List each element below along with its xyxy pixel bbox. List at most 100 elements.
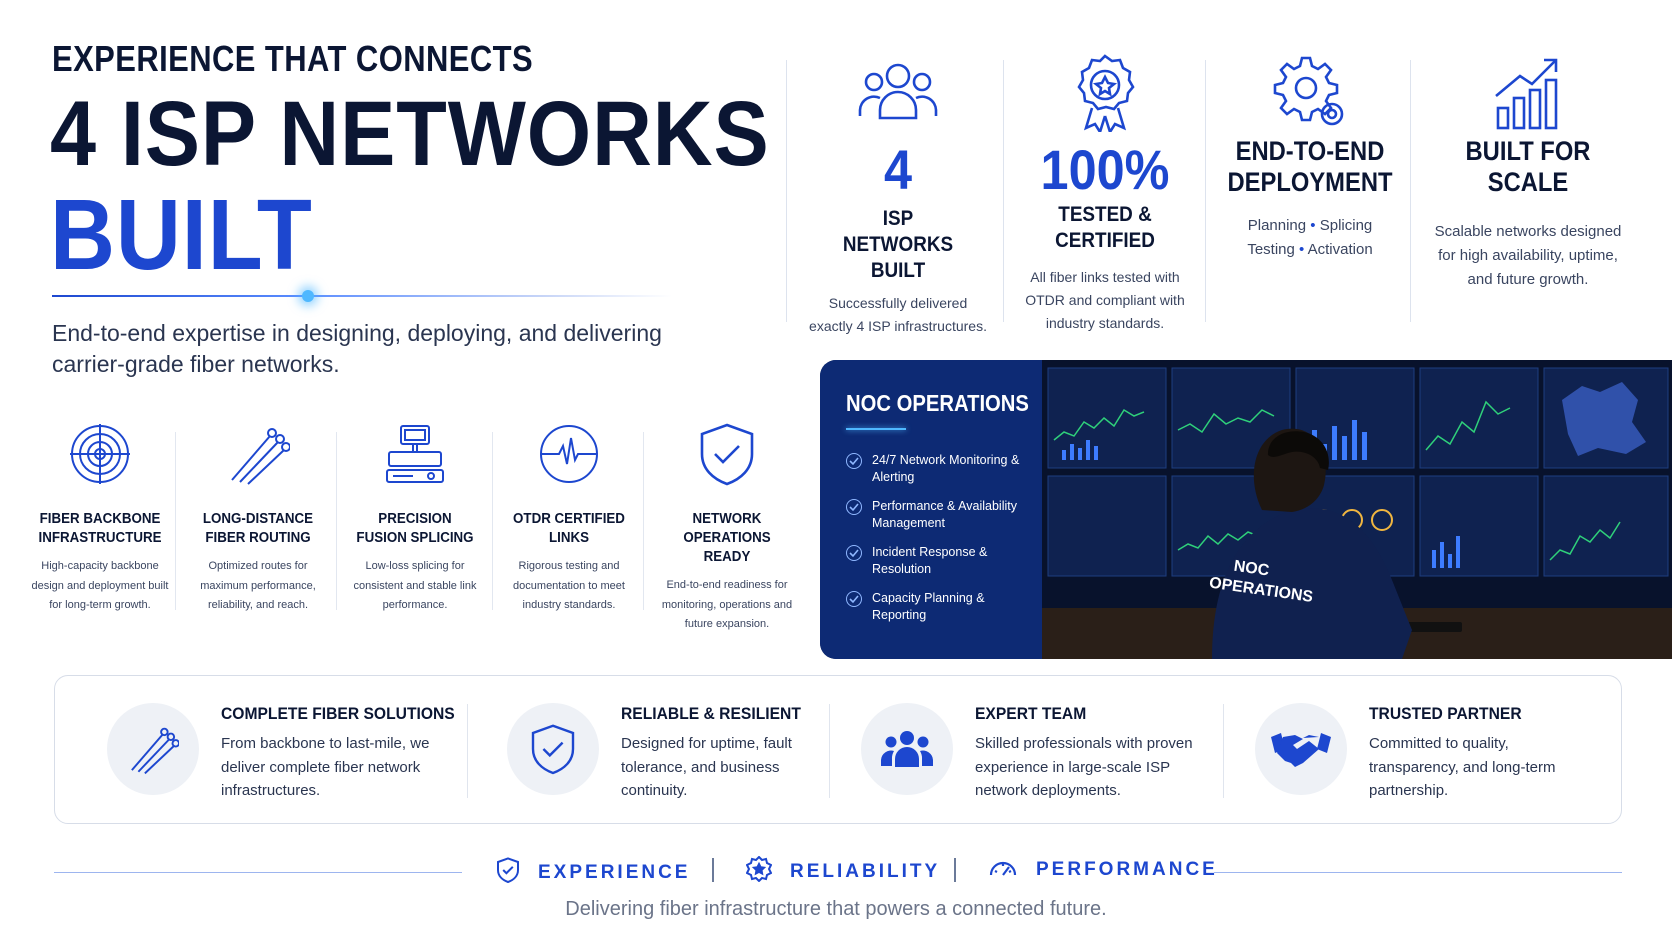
stat-divider (1410, 60, 1411, 322)
shield-check-icon (507, 703, 599, 795)
deployment-steps: Planning • Splicing Testing • Activation (1247, 217, 1373, 258)
stat-tested-certified: 100% TESTED & CERTIFIED All fiber links … (1010, 52, 1200, 331)
feature-description: End-to-end readiness for monitoring, ope… (661, 579, 793, 630)
feature-title: PRECISION FUSION SPLICING (356, 511, 474, 546)
stat-title: END-TO-END DEPLOYMENT (1227, 136, 1393, 197)
solution-description: Designed for uptime, fault tolerance, an… (621, 735, 792, 799)
noc-info-panel: NOC OPERATIONS 24/7 Network Monitoring &… (820, 360, 1042, 659)
value-performance: PERFORMANCE (988, 856, 1218, 883)
noc-item-label: Incident Response & Resolution (872, 545, 988, 576)
feature-description: Optimized routes for maximum performance… (200, 560, 316, 611)
stat-title: TESTED & CERTIFIED (1055, 203, 1155, 252)
step-label: Splicing (1319, 217, 1373, 234)
stat-end-to-end: END-TO-END DEPLOYMENT Planning • Splicin… (1212, 52, 1408, 322)
solution-divider (1223, 704, 1224, 798)
step-label: Testing (1247, 241, 1295, 258)
team-icon (861, 703, 953, 795)
feature-divider (492, 432, 493, 610)
feature-title: FIBER BACKBONE INFRASTRUCTURE (38, 511, 162, 546)
solution-expert-team: EXPERT TEAM Skilled professionals with p… (861, 676, 1201, 825)
solution-reliable: RELIABLE & RESILIENT Designed for uptime… (507, 676, 827, 825)
handshake-icon (1255, 703, 1347, 795)
value-experience: EXPERIENCE (496, 856, 690, 889)
fiber-cable-icon (190, 418, 326, 490)
noc-list-item: 24/7 Network Monitoring & Alerting (846, 452, 1022, 486)
hero-divider-glow (302, 290, 314, 302)
noc-item-label: Capacity Planning & Reporting (872, 591, 985, 622)
feature-noc-ready: NETWORK OPERATIONS READY End-to-end read… (654, 418, 800, 635)
stat-description: Scalable networks designed for high avai… (1434, 223, 1622, 288)
stat-description: Successfully delivered exactly 4 ISP inf… (809, 295, 987, 334)
stat-divider (1003, 60, 1004, 322)
footer-separator (954, 858, 956, 882)
noc-title: NOC OPERATIONS (846, 390, 1029, 416)
stat-divider (786, 60, 787, 322)
award-icon (1010, 52, 1200, 132)
noc-item-label: Performance & Availability Management (872, 499, 1017, 530)
feature-fusion-splicing: PRECISION FUSION SPLICING Low-loss splic… (350, 418, 480, 616)
speedometer-icon (988, 856, 1018, 883)
gears-icon (1212, 52, 1408, 132)
stat-number: 4 (883, 138, 913, 201)
value-label: EXPERIENCE (538, 861, 691, 883)
shield-check-icon (654, 418, 800, 490)
hero-divider (52, 295, 672, 297)
footer-rule-right (1214, 872, 1622, 873)
hero-description: End-to-end expertise in designing, deplo… (52, 320, 662, 377)
fusion-splicer-icon (350, 418, 480, 490)
solution-complete-fiber: COMPLETE FIBER SOLUTIONS From backbone t… (107, 676, 457, 825)
noc-item-label: 24/7 Network Monitoring & Alerting (872, 453, 1020, 484)
noc-operations-photo: NOCOPERATIONS (1042, 360, 1672, 659)
footer-rule-left (54, 872, 462, 873)
solution-divider (467, 704, 468, 798)
noc-list-item: Capacity Planning & Reporting (846, 590, 1022, 624)
stat-description: All fiber links tested with OTDR and com… (1025, 269, 1185, 331)
solution-title: COMPLETE FIBER SOLUTIONS (221, 704, 455, 723)
feature-description: High-capacity backbone design and deploy… (31, 560, 169, 611)
feature-divider (175, 432, 176, 610)
solution-description: Committed to quality, transparency, and … (1369, 735, 1556, 799)
solution-title: TRUSTED PARTNER (1369, 704, 1522, 723)
footer-separator (712, 858, 714, 882)
feature-long-distance: LONG-DISTANCE FIBER ROUTING Optimized ro… (190, 418, 326, 616)
noc-list-item: Incident Response & Resolution (846, 544, 1022, 578)
feature-divider (643, 432, 644, 610)
check-circle-icon (846, 545, 862, 561)
noc-section: NOCOPERATIONS NOC OPERATIONS 24/7 Networ… (820, 360, 1672, 659)
solution-divider (829, 704, 830, 798)
step-label: Planning (1247, 217, 1307, 234)
headline-line-1: 4 ISP NETWORKS (50, 83, 770, 185)
stat-title: ISP NETWORKS BUILT (842, 207, 954, 282)
feature-description: Low-loss splicing for consistent and sta… (353, 560, 477, 611)
value-reliability: RELIABILITY (745, 855, 940, 887)
stat-number: 100% (1040, 138, 1170, 201)
star-badge-icon (745, 855, 773, 887)
solution-description: From backbone to last-mile, we deliver c… (221, 735, 430, 799)
check-circle-icon (846, 453, 862, 469)
stat-title: BUILT FOR SCALE (1465, 136, 1591, 197)
eyebrow-heading: EXPERIENCE THAT CONNECTS (52, 38, 534, 79)
feature-otdr-certified: OTDR CERTIFIED LINKS Rigorous testing an… (502, 418, 636, 616)
growth-chart-icon (1420, 52, 1636, 132)
fiber-cable-icon (107, 703, 199, 795)
check-circle-icon (846, 591, 862, 607)
solution-title: RELIABLE & RESILIENT (621, 704, 801, 723)
stat-built-for-scale: BUILT FOR SCALE Scalable networks design… (1420, 52, 1636, 322)
headline-line-2: BUILT (50, 179, 313, 291)
solution-trusted-partner: TRUSTED PARTNER Committed to quality, tr… (1255, 676, 1595, 825)
feature-title: NETWORK OPERATIONS READY (683, 511, 771, 565)
feature-divider (336, 432, 337, 610)
solutions-card: COMPLETE FIBER SOLUTIONS From backbone t… (54, 675, 1622, 824)
noc-list-item: Performance & Availability Management (846, 498, 1022, 532)
solution-title: EXPERT TEAM (975, 704, 1087, 723)
noc-title-underline (846, 428, 906, 430)
feature-description: Rigorous testing and documentation to me… (513, 560, 625, 611)
check-circle-icon (846, 499, 862, 515)
solution-description: Skilled professionals with proven experi… (975, 735, 1193, 799)
shield-check-icon (496, 856, 520, 889)
step-label: Activation (1307, 241, 1373, 258)
value-label: PERFORMANCE (1036, 858, 1218, 880)
backbone-target-icon (30, 418, 170, 490)
feature-title: OTDR CERTIFIED LINKS (513, 511, 625, 546)
feature-title: LONG-DISTANCE FIBER ROUTING (202, 511, 314, 546)
